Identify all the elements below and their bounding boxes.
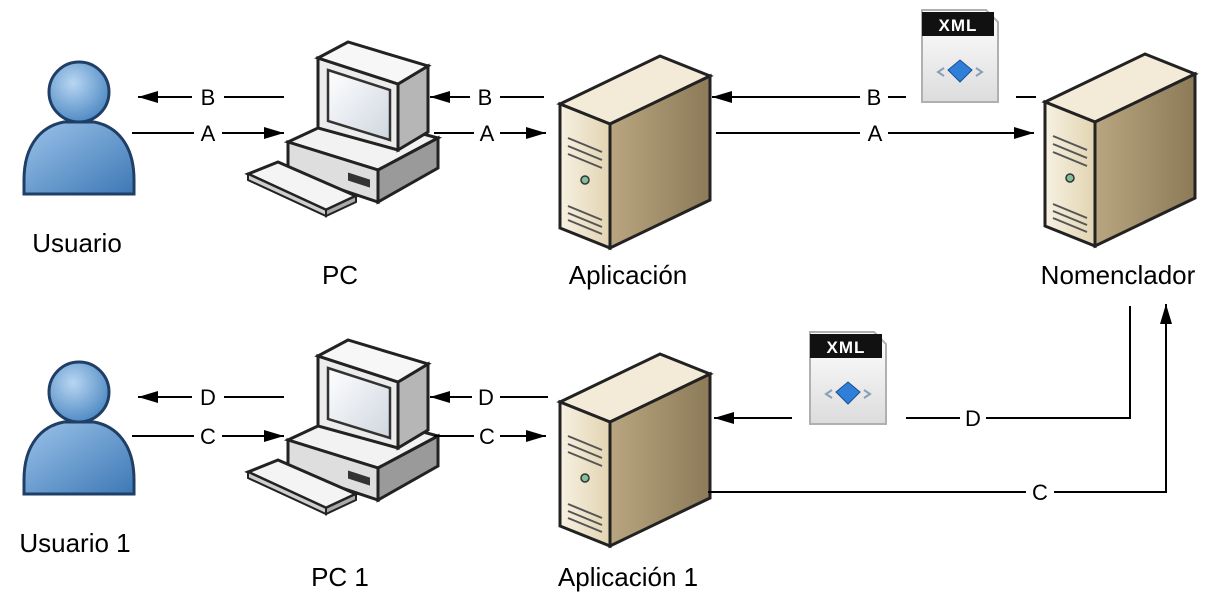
edge-label-b3: B xyxy=(867,85,882,110)
node-aplicacion1: Aplicación 1 xyxy=(558,562,698,592)
edge-label-c3: C xyxy=(1032,480,1048,505)
user-icon xyxy=(22,60,136,196)
node-usuario1: Usuario 1 xyxy=(19,528,130,558)
xml-file-icon: XML xyxy=(809,331,887,425)
server-icon xyxy=(1043,52,1197,248)
edge-label-a3: A xyxy=(868,121,883,146)
edge-label-c2: C xyxy=(479,424,495,449)
user-icon xyxy=(22,360,136,496)
node-pc1: PC 1 xyxy=(311,562,369,592)
node-usuario: Usuario xyxy=(32,228,122,258)
server-icon xyxy=(558,352,712,548)
edge-label-a1: A xyxy=(201,121,216,146)
edge-label-c1: C xyxy=(200,424,216,449)
xml-label-top: XML xyxy=(939,16,978,35)
xml-file-icon: XML xyxy=(921,9,999,103)
edge-label-d3: D xyxy=(965,406,981,431)
edge-label-d1: D xyxy=(200,385,216,410)
pc-icon xyxy=(246,40,440,218)
edge-label-d2: D xyxy=(478,385,494,410)
node-nomenclador: Nomenclador xyxy=(1041,260,1196,290)
edge-c3-right xyxy=(1054,304,1172,493)
edge-label-a2: A xyxy=(480,121,495,146)
edge-label-b2: B xyxy=(478,85,493,110)
server-icon xyxy=(558,54,712,250)
edge-label-b1: B xyxy=(201,85,216,110)
node-pc: PC xyxy=(322,260,358,290)
node-aplicacion: Aplicación xyxy=(569,260,688,290)
xml-label-bottom: XML xyxy=(827,338,866,357)
edge-d3-right xyxy=(986,306,1131,419)
pc-icon xyxy=(246,338,440,516)
